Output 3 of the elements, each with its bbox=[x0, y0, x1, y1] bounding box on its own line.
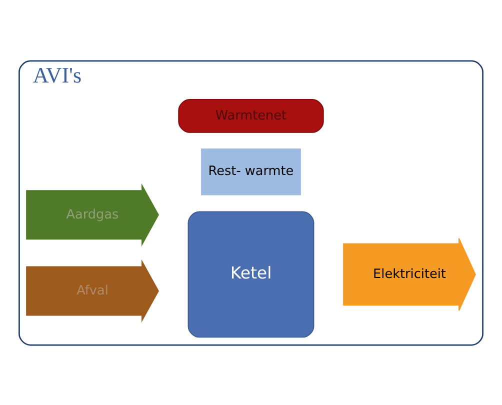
node-box: Warmtenet bbox=[178, 98, 324, 132]
node-box: Ketel bbox=[188, 210, 314, 338]
node-box: Rest- warmte bbox=[201, 148, 301, 195]
